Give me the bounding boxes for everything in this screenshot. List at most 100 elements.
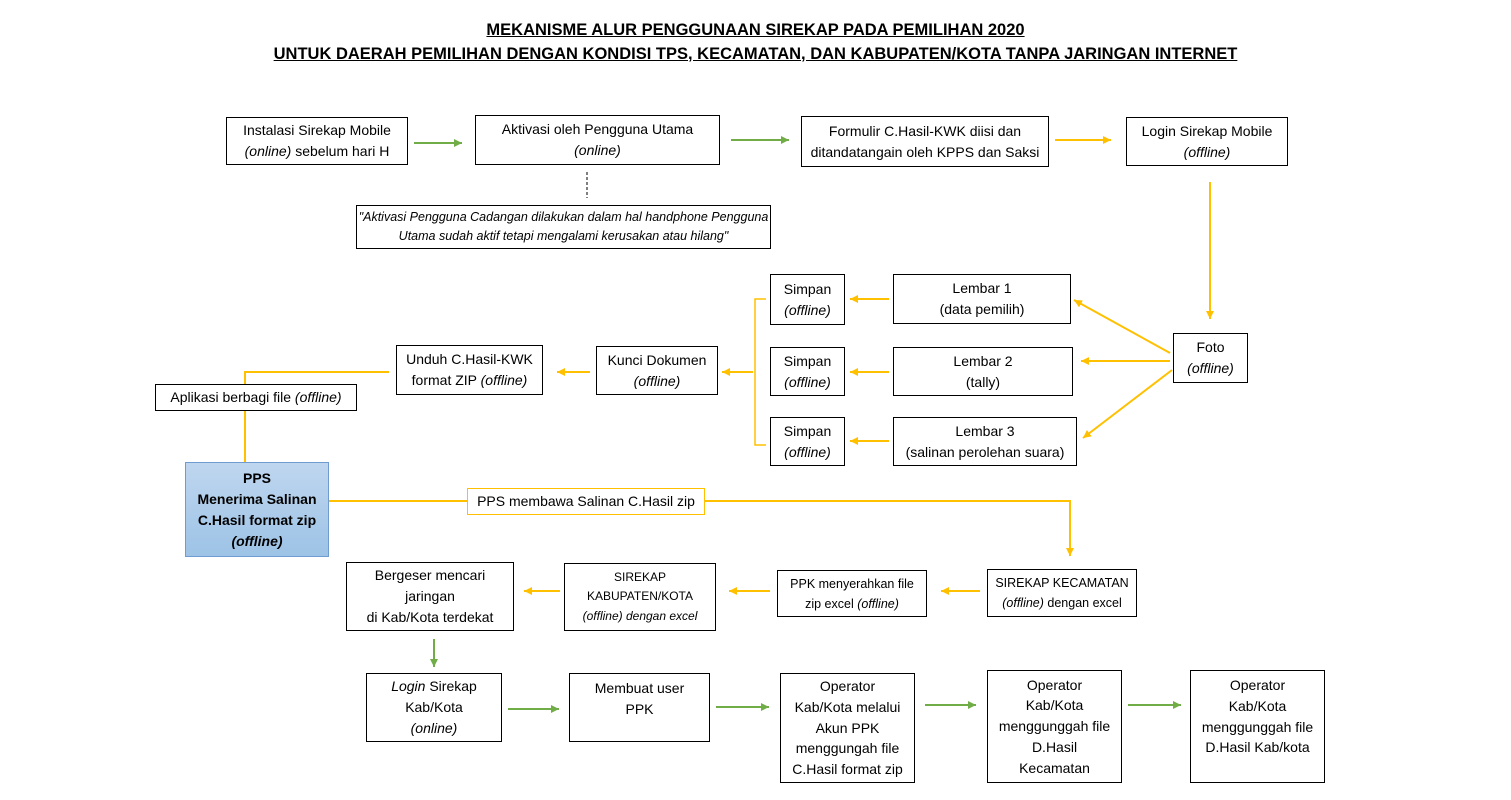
mode-offline-label: (offline)	[784, 301, 831, 318]
login-sirekap-mobile-box: Login Sirekap Mobile (offline)	[1126, 117, 1288, 166]
mode-offline-label: (offline)	[1183, 143, 1231, 160]
mode-offline-label: (offline) dengan excel	[582, 608, 698, 623]
node-line: (offline)	[1184, 142, 1231, 163]
instalasi-sirekap-mobile-box: Instalasi Sirekap Mobile (online) sebelu…	[226, 117, 408, 165]
note-line: Utama sudah aktif tetapi mengalami kerus…	[398, 229, 729, 243]
note-aktivasi-cadangan-box: "Aktivasi Pengguna Cadangan dilakukan da…	[356, 205, 771, 249]
node-line: (offline)	[1187, 358, 1234, 379]
node-line: Kunci Dokumen	[607, 351, 707, 368]
node-line: ditandatangain oleh KPPS dan Saksi	[810, 143, 1040, 160]
node-line: (data pemilih)	[939, 301, 1025, 317]
node-line: Akun PPK	[815, 719, 880, 736]
node-line: Instalasi Sirekap Mobile	[243, 122, 391, 139]
node-text: format ZIP	[411, 372, 481, 388]
node-line: Formulir C.Hasil-KWK diisi dan	[828, 122, 1022, 139]
node-line: menggunggah file	[1201, 718, 1314, 735]
arrow-foto-to-lembar-1	[1073, 299, 1171, 354]
lembar-1-box: Lembar 1 (data pemilih)	[893, 274, 1071, 324]
mode-offline-label: (offline)	[1187, 360, 1234, 376]
node-line: Simpan	[783, 352, 832, 369]
arrow-membawa-to-sirekap-kecamatan	[705, 500, 1074, 556]
node-line: SIREKAP KECAMATAN	[995, 576, 1129, 590]
line-unduh-to-aplikasi	[244, 371, 389, 384]
node-line: (offline)	[784, 300, 831, 321]
operator-d-hasil-kecamatan-box: Operator Kab/Kota menggunggah file D.Has…	[987, 670, 1122, 783]
node-line: format ZIP (offline)	[412, 370, 528, 391]
node-text: zip excel	[805, 596, 858, 611]
ppk-menyerahkan-file-box: PPK menyerahkan file zip excel (offline)	[777, 570, 927, 617]
pps-membawa-salinan-label: PPS membawa Salinan C.Hasil zip	[467, 488, 705, 515]
sirekap-kecamatan-box: SIREKAP KECAMATAN (offline) dengan excel	[987, 569, 1137, 617]
diagram-title-line2: UNTUK DAERAH PEMILIHAN DENGAN KONDISI TP…	[273, 45, 1238, 63]
node-line: PPS	[242, 469, 271, 486]
node-line: C.Hasil format zip	[792, 761, 903, 778]
node-line: SIREKAP	[613, 569, 667, 584]
node-line: Lembar 3	[955, 422, 1015, 439]
simpan-3-box: Simpan (offline)	[770, 417, 845, 466]
node-line: menggunggah file	[998, 718, 1111, 735]
lembar-3-box: Lembar 3 (salinan perolehan suara)	[893, 417, 1077, 466]
node-line: Unduh C.Hasil-KWK	[406, 351, 533, 368]
login-italic-text: Login	[391, 678, 426, 695]
mode-offline-label: (offline)	[633, 372, 681, 389]
login-sirekap-kabkota-box: Login Sirekap Kab/Kota (online)	[366, 673, 502, 742]
node-line: D.Hasil	[1031, 738, 1078, 755]
kunci-dokumen-box: Kunci Dokumen (offline)	[596, 346, 718, 395]
diagram-title-line1: MEKANISME ALUR PENGGUNAAN SIREKAP PADA P…	[486, 21, 1025, 39]
operator-d-hasil-kabkota-box: Operator Kab/Kota menggunggah file D.Has…	[1190, 670, 1325, 783]
node-line: Kecamatan	[1019, 759, 1090, 776]
membuat-user-ppk-box: Membuat user PPK	[569, 673, 710, 742]
mode-offline-label: (offline)	[294, 389, 342, 406]
mode-offline-label: (offline)	[1002, 596, 1044, 610]
node-line: D.Hasil Kab/kota	[1205, 739, 1310, 756]
node-line: Foto	[1196, 339, 1225, 356]
node-line: Simpan	[783, 422, 832, 439]
node-text: dengan excel	[1043, 596, 1122, 610]
node-line: jaringan	[405, 588, 455, 605]
node-line: Kab/Kota	[1025, 697, 1084, 714]
mode-online-label: (online)	[410, 719, 458, 736]
mode-offline-label: (offline)	[784, 443, 831, 460]
mode-offline-label: (offline)	[857, 596, 899, 611]
node-line: Lembar 1	[952, 280, 1012, 297]
mode-offline-label: (offline)	[231, 532, 283, 549]
operator-akun-ppk-box: Operator Kab/Kota melalui Akun PPK mengg…	[780, 673, 915, 783]
node-line: KABUPATEN/KOTA	[586, 589, 694, 604]
node-line: (salinan perolehan suara)	[905, 443, 1065, 460]
node-text: Sirekap	[425, 678, 477, 695]
node-line: (offline)	[784, 442, 831, 463]
simpan-2-box: Simpan (offline)	[770, 347, 845, 396]
node-line: Operator	[1229, 677, 1286, 693]
mode-online-label: (online)	[574, 142, 621, 158]
node-text: Aplikasi berbagi file	[170, 389, 295, 406]
node-line: Lembar 2	[953, 352, 1013, 369]
node-line: Aktivasi oleh Pengguna Utama	[501, 121, 694, 138]
simpan-group-bracket	[754, 298, 766, 446]
simpan-1-box: Simpan (offline)	[770, 274, 845, 325]
node-line: (online)	[574, 140, 621, 161]
bergeser-mencari-jaringan-box: Bergeser mencari jaringan di Kab/Kota te…	[346, 562, 514, 631]
node-text: sebelum hari H	[291, 143, 390, 159]
node-line: (online) sebelum hari H	[245, 141, 390, 162]
lembar-2-box: Lembar 2 (tally)	[893, 347, 1073, 396]
node-line: Bergeser mencari	[374, 567, 486, 584]
node-line: PPK	[625, 700, 654, 717]
node-line: menggungah file	[795, 740, 900, 757]
pps-menerima-salinan-box: PPS Menerima Salinan C.Hasil format zip …	[185, 462, 329, 557]
unduh-c-hasil-box: Unduh C.Hasil-KWK format ZIP (offline)	[396, 345, 543, 395]
node-line: Aplikasi berbagi file (offline)	[170, 387, 341, 408]
node-line: PPS membawa Salinan C.Hasil zip	[477, 493, 695, 510]
node-line: Operator	[1026, 676, 1083, 693]
arrow-foto-to-lembar-3	[1082, 369, 1173, 439]
node-line: Membuat user	[594, 680, 685, 696]
node-line: (online)	[411, 718, 458, 739]
sirekap-kabupaten-kota-box: SIREKAP KABUPATEN/KOTA (offline) dengan …	[564, 563, 716, 631]
mode-offline-label: (offline)	[480, 372, 528, 388]
formulir-c-hasil-box: Formulir C.Hasil-KWK diisi dan ditandata…	[801, 116, 1049, 167]
node-line: (offline) dengan excel	[1002, 593, 1122, 613]
node-line: PPK menyerahkan file	[790, 576, 914, 591]
node-line: (offline) dengan excel	[583, 607, 698, 627]
node-line: Kab/Kota melalui	[794, 698, 901, 715]
node-line: Login Sirekap	[391, 676, 477, 697]
